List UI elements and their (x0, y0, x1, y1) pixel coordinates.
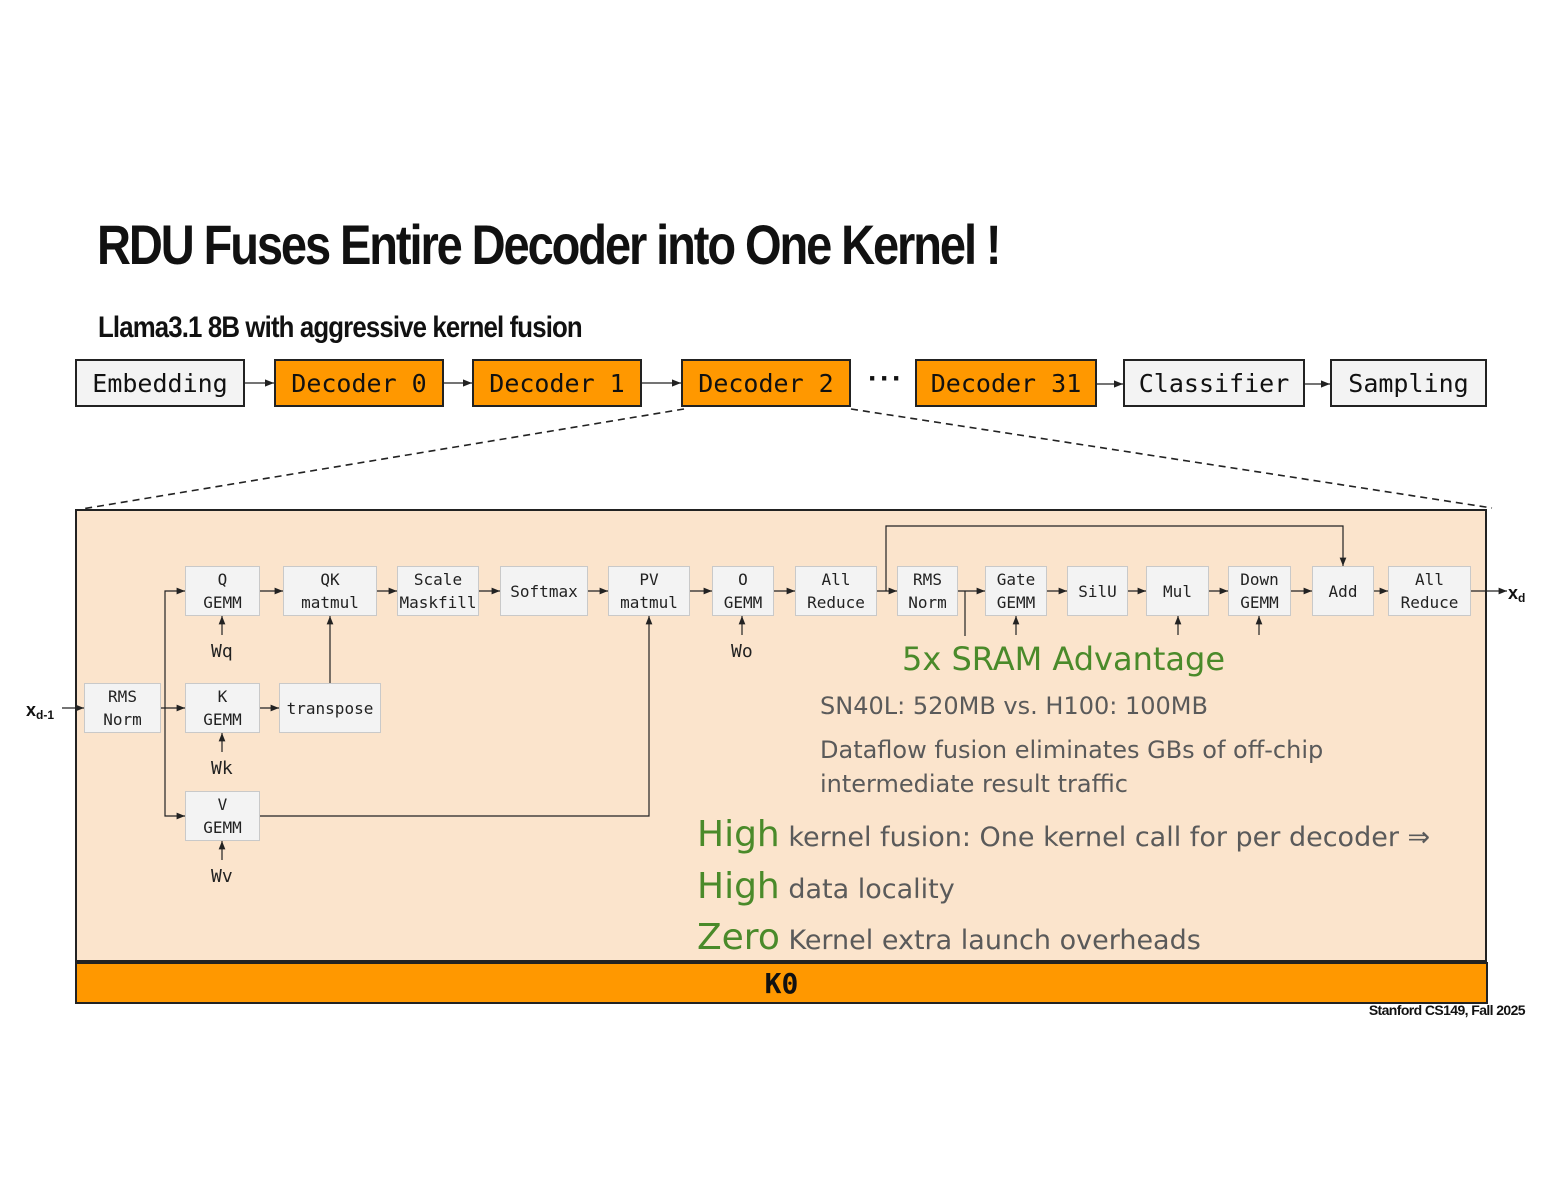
highlight-kernel-fusion: High kernel fusion: One kernel call for … (697, 814, 1431, 855)
weight-wq: Wq (211, 641, 233, 662)
slide-subtitle: Llama3.1 8B with aggressive kernel fusio… (98, 311, 583, 344)
kernel-bar: K0 (75, 962, 1488, 1004)
input-label: xd-1 (26, 700, 55, 722)
arrow-residual-add (885, 525, 1347, 591)
sram-heading: 5x SRAM Advantage (902, 640, 1226, 678)
slide-title: RDU Fuses Entire Decoder into One Kernel… (97, 213, 1002, 276)
node-softmax: Softmax (500, 566, 588, 616)
highlight-data-locality: High data locality (697, 866, 955, 907)
output-label: xd (1508, 583, 1526, 605)
node-mul: Mul (1146, 566, 1209, 616)
stage-decoder-0: Decoder 0 (274, 359, 444, 407)
stage-decoder-2: Decoder 2 (681, 359, 851, 407)
sram-detail: SN40L: 520MB vs. H100: 100MB (820, 692, 1208, 720)
fusion-note-line2: intermediate result traffic (820, 770, 1128, 798)
highlight-launch-overheads: Zero Kernel extra launch overheads (697, 917, 1201, 958)
weight-wv: Wv (211, 866, 233, 887)
stage-ellipsis: ··· (868, 362, 904, 395)
zoom-line-left (81, 408, 685, 510)
arrow-rmsnorm-v (164, 708, 185, 820)
fusion-note-line1: Dataflow fusion eliminates GBs of off-ch… (820, 736, 1324, 764)
node-add: Add (1312, 566, 1374, 616)
stage-decoder-31: Decoder 31 (915, 359, 1097, 407)
footer-course: Stanford CS149, Fall 2025 (1368, 1002, 1526, 1018)
stage-classifier: Classifier (1123, 359, 1305, 407)
node-silu: SilU (1067, 566, 1128, 616)
weight-wo: Wo (731, 641, 753, 662)
zoom-line-right (850, 408, 1493, 509)
stage-decoder-1: Decoder 1 (472, 359, 642, 407)
node-transpose: transpose (279, 683, 381, 733)
stage-embedding: Embedding (75, 359, 245, 407)
stage-sampling: Sampling (1330, 359, 1487, 407)
arrow-rmsnorm-q (164, 587, 185, 708)
arrow-v-pv (260, 616, 653, 817)
weight-wk: Wk (211, 758, 233, 779)
